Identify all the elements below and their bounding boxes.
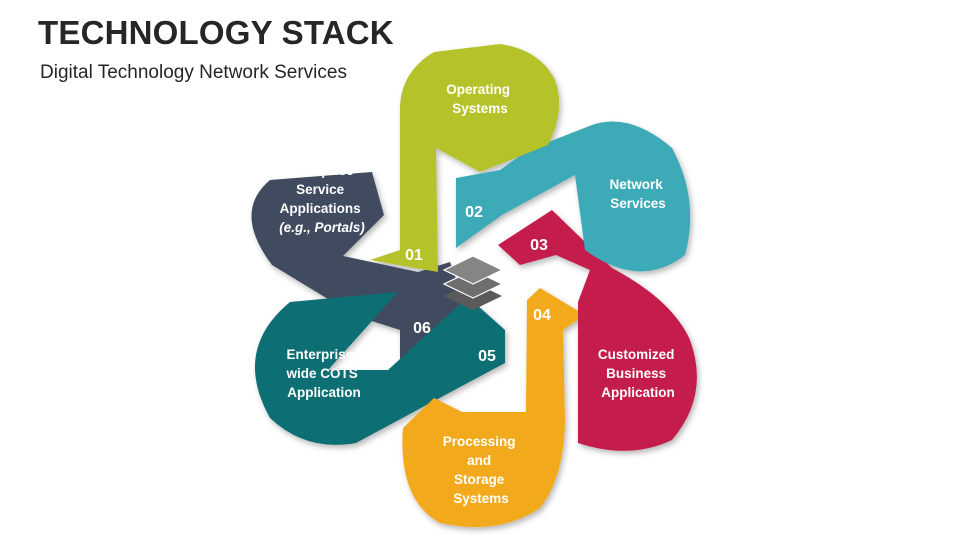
segment-06-label: Core Enterprise Service Applications (e.… (279, 144, 365, 235)
segment-01-label: Operating Systems (446, 82, 514, 116)
segment-02-shape (456, 121, 691, 272)
segment-04-number: 04 (533, 307, 551, 324)
segment-04-label: Processing and Storage Systems (443, 434, 520, 506)
segment-01-number: 01 (405, 247, 423, 264)
segment-06-number: 06 (413, 320, 431, 337)
page-title: TECHNOLOGY STACK (38, 14, 394, 51)
segment-05-shape (254, 292, 505, 445)
segment-01-shape (370, 44, 560, 272)
segment-06-shape (251, 172, 470, 362)
segment-04-shape (402, 288, 585, 528)
stacked-layers-icon (442, 255, 504, 310)
segment-03-shape (498, 210, 697, 451)
segment-02-number: 02 (465, 204, 483, 221)
segment-05-label: Enterprise- wide COTS Application (285, 347, 361, 400)
segment-03-label: Customized Business Application (598, 347, 678, 400)
segment-05-number: 05 (478, 348, 496, 365)
segment-02-label: Network Services (609, 177, 666, 211)
segment-03-number: 03 (530, 237, 548, 254)
page-subtitle: Digital Technology Network Services (40, 62, 347, 83)
